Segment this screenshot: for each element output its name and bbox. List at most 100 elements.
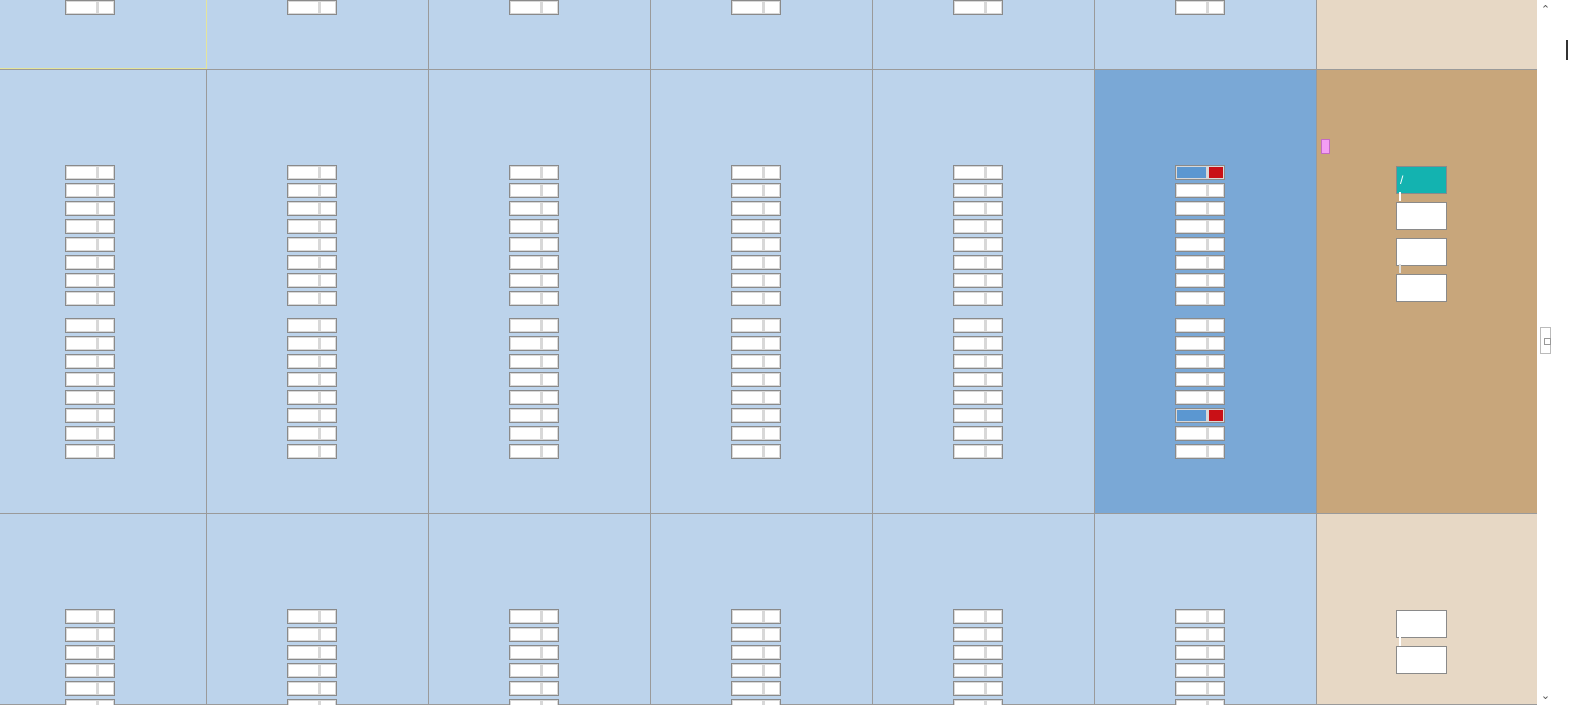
slot[interactable]: [953, 408, 1003, 423]
slot[interactable]: [509, 165, 559, 180]
slot[interactable]: [953, 291, 1003, 306]
slot[interactable]: [731, 273, 781, 288]
slot[interactable]: [65, 354, 115, 369]
slot[interactable]: [287, 183, 337, 198]
slot[interactable]: [509, 390, 559, 405]
slot[interactable]: [731, 0, 781, 15]
slot[interactable]: [65, 318, 115, 333]
slot[interactable]: [953, 273, 1003, 288]
slot[interactable]: [1175, 219, 1225, 234]
slot[interactable]: [731, 291, 781, 306]
slot[interactable]: [1175, 318, 1225, 333]
slot[interactable]: [1175, 237, 1225, 252]
slot[interactable]: [287, 681, 337, 696]
slot[interactable]: [287, 318, 337, 333]
detail-box[interactable]: [1396, 646, 1447, 674]
slot[interactable]: [953, 0, 1003, 15]
slot[interactable]: [953, 219, 1003, 234]
slot[interactable]: [509, 426, 559, 441]
slot[interactable]: [953, 681, 1003, 696]
slot[interactable]: [731, 165, 781, 180]
slot[interactable]: [65, 372, 115, 387]
slot[interactable]: [731, 645, 781, 660]
slot[interactable]: [287, 336, 337, 351]
slot[interactable]: [65, 273, 115, 288]
slot[interactable]: [1175, 273, 1225, 288]
slot[interactable]: [65, 426, 115, 441]
slot[interactable]: [509, 201, 559, 216]
slot[interactable]: [953, 609, 1003, 624]
slot[interactable]: [287, 237, 337, 252]
slot[interactable]: [65, 165, 115, 180]
slot[interactable]: [287, 354, 337, 369]
slot[interactable]: [287, 273, 337, 288]
slot[interactable]: [953, 426, 1003, 441]
slot[interactable]: [509, 663, 559, 678]
slot[interactable]: [509, 372, 559, 387]
slot[interactable]: [1175, 663, 1225, 678]
slot[interactable]: [731, 426, 781, 441]
slot[interactable]: [65, 336, 115, 351]
slot[interactable]: [509, 627, 559, 642]
slot[interactable]: [953, 237, 1003, 252]
slot[interactable]: [509, 237, 559, 252]
slot[interactable]: [1175, 681, 1225, 696]
slot[interactable]: [953, 627, 1003, 642]
slot[interactable]: [65, 627, 115, 642]
slot[interactable]: [509, 318, 559, 333]
slot[interactable]: [287, 426, 337, 441]
detail-box-selected[interactable]: /: [1396, 166, 1447, 194]
slot[interactable]: [287, 699, 337, 705]
slot[interactable]: [1175, 201, 1225, 216]
slot[interactable]: [65, 681, 115, 696]
slot[interactable]: [287, 255, 337, 270]
slot[interactable]: [287, 0, 337, 15]
slot[interactable]: [287, 663, 337, 678]
slot[interactable]: [509, 645, 559, 660]
slot[interactable]: [65, 699, 115, 705]
slot[interactable]: [287, 390, 337, 405]
slot[interactable]: [731, 237, 781, 252]
slot[interactable]: [953, 645, 1003, 660]
slot[interactable]: [731, 699, 781, 705]
slot[interactable]: [953, 165, 1003, 180]
slot[interactable]: [509, 354, 559, 369]
slot[interactable]: [509, 273, 559, 288]
slot[interactable]: [731, 609, 781, 624]
slot[interactable]: [953, 699, 1003, 705]
slot[interactable]: [65, 183, 115, 198]
slot[interactable]: [65, 201, 115, 216]
slot[interactable]: [287, 372, 337, 387]
slot[interactable]: [953, 354, 1003, 369]
slot[interactable]: [509, 609, 559, 624]
slot[interactable]: [509, 219, 559, 234]
slot[interactable]: [731, 336, 781, 351]
slot[interactable]: [953, 390, 1003, 405]
slot[interactable]: [1175, 183, 1225, 198]
slot[interactable]: [65, 444, 115, 459]
slot[interactable]: [1175, 627, 1225, 642]
slot[interactable]: [287, 291, 337, 306]
slot[interactable]: [731, 663, 781, 678]
slot[interactable]: [1175, 354, 1225, 369]
slot[interactable]: [509, 336, 559, 351]
slot[interactable]: [1175, 291, 1225, 306]
slot[interactable]: [287, 645, 337, 660]
slot[interactable]: [1175, 390, 1225, 405]
slot[interactable]: [1175, 408, 1225, 423]
slot[interactable]: [65, 390, 115, 405]
slot[interactable]: [509, 681, 559, 696]
slot[interactable]: [1175, 165, 1225, 180]
slot[interactable]: [731, 354, 781, 369]
slot[interactable]: [953, 201, 1003, 216]
slot[interactable]: [509, 408, 559, 423]
slot[interactable]: [731, 219, 781, 234]
slot[interactable]: [1175, 609, 1225, 624]
slot[interactable]: [509, 291, 559, 306]
slot[interactable]: [287, 627, 337, 642]
slot[interactable]: [1175, 426, 1225, 441]
detail-box[interactable]: [1396, 610, 1447, 638]
chevron-down-icon[interactable]: ⌄: [1540, 690, 1551, 702]
slot[interactable]: [65, 291, 115, 306]
slot[interactable]: [1175, 372, 1225, 387]
